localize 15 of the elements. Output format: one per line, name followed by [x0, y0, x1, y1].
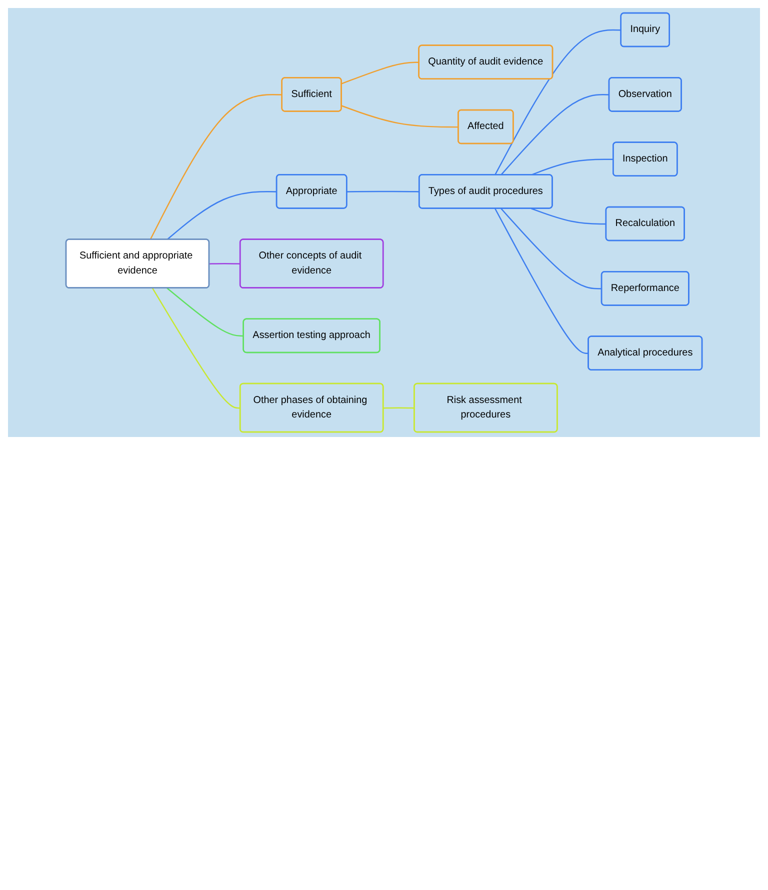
connector [500, 208, 602, 290]
connector [500, 94, 610, 176]
connector [494, 29, 622, 176]
connector [341, 62, 420, 84]
connector [209, 263, 240, 264]
connector [152, 288, 240, 409]
connector [150, 94, 282, 240]
connector [346, 190, 420, 192]
connector [530, 208, 606, 225]
connector [166, 288, 244, 337]
connector [494, 208, 589, 354]
connector [530, 158, 614, 176]
connector [383, 407, 414, 409]
connector [166, 191, 277, 240]
connector [341, 105, 458, 128]
